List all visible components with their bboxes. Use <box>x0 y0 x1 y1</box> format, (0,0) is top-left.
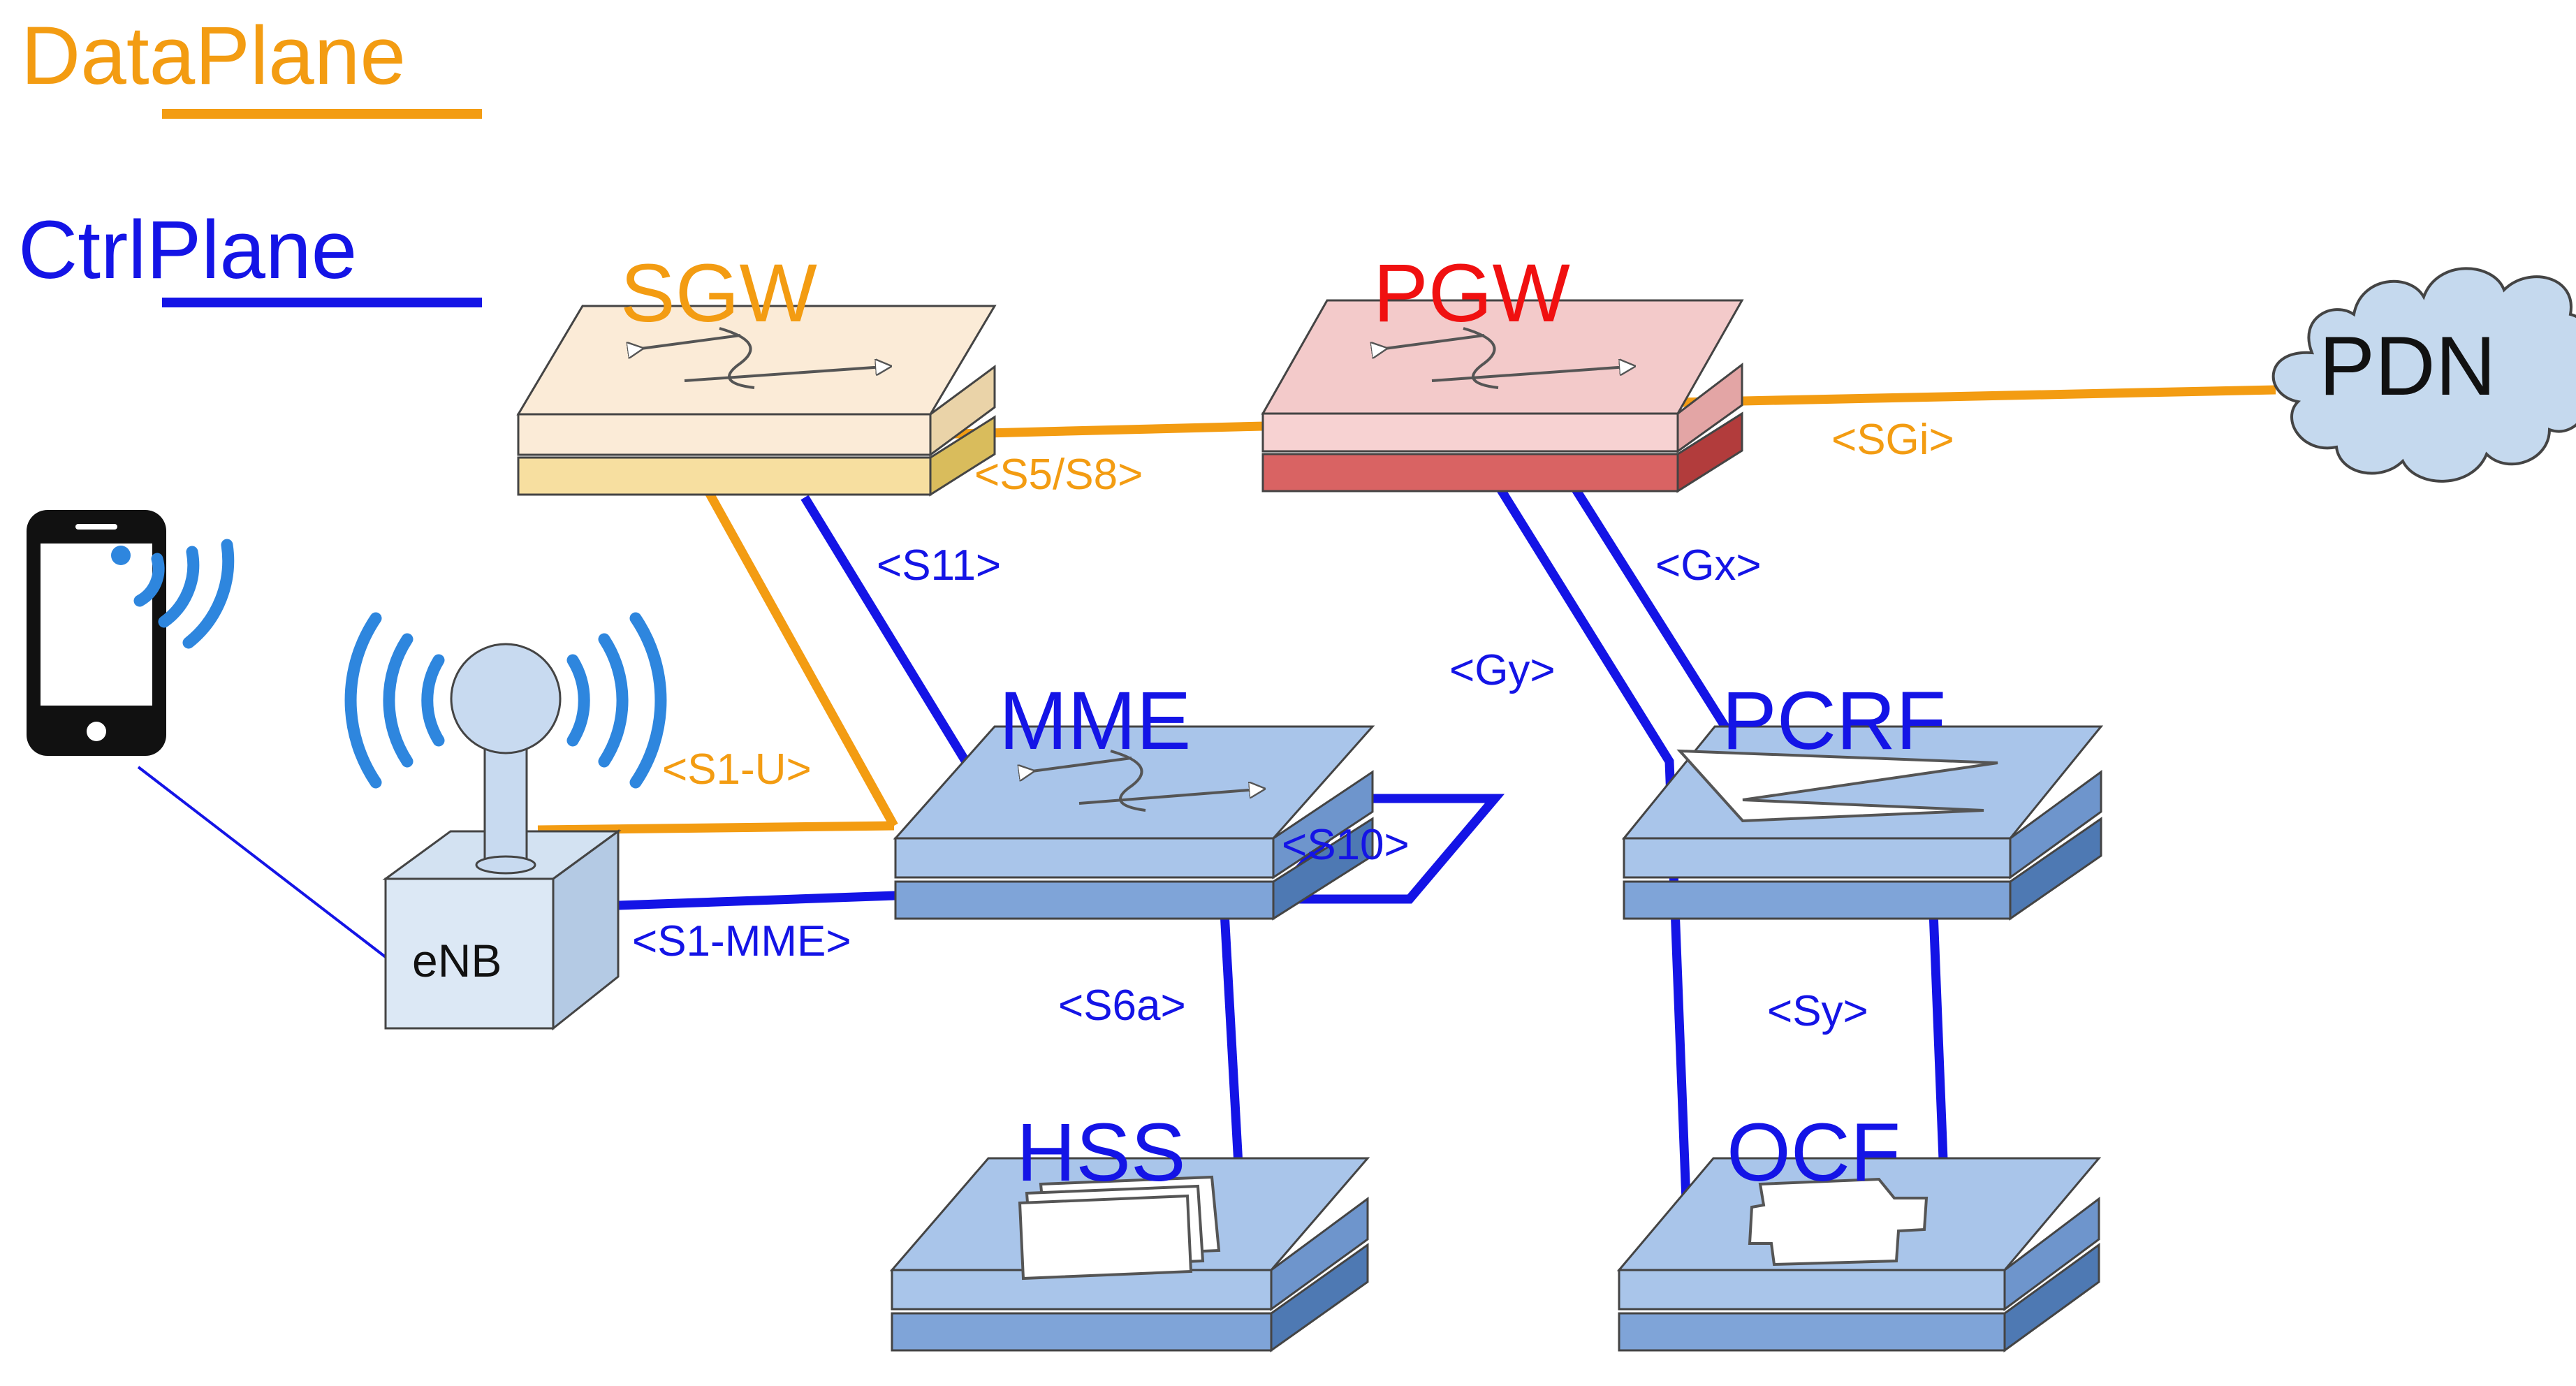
link-s6a <box>1220 911 1243 1166</box>
legend-data-plane-label: DataPlane <box>21 10 406 102</box>
sgw-label: SGW <box>620 247 817 340</box>
database-sheets-icon <box>1018 1175 1221 1281</box>
link-s1u-vertical <box>705 490 898 829</box>
link-s11 <box>800 495 972 767</box>
ocf-node[interactable] <box>1616 1157 2102 1352</box>
interface-label-s5s8: <S5/S8> <box>974 451 1143 499</box>
ocf-box-icon <box>1748 1177 1929 1267</box>
hss-node[interactable] <box>889 1157 1370 1352</box>
hss-bottom-front <box>891 1312 1273 1352</box>
pcrf-top-front <box>1623 837 2012 879</box>
link-sgi <box>1676 385 2276 407</box>
ocf-top-front <box>1618 1269 2006 1311</box>
ocf-label: OCF <box>1727 1107 1901 1199</box>
mme-bottom-front <box>894 880 1275 920</box>
wifi-signal-icon <box>111 539 235 649</box>
pgw-node[interactable] <box>1261 299 1744 493</box>
pgw-bottom-front <box>1261 453 1679 493</box>
pcrf-bottom-front <box>1623 880 2012 920</box>
mme-top-front <box>894 837 1275 879</box>
router-arrows-icon <box>636 327 884 389</box>
link-s1mme <box>617 891 896 910</box>
link-sy <box>1929 911 1948 1160</box>
node-titles: SGW PGW MME PCRF HSS OCF <box>620 247 1946 1199</box>
interface-labels: <S5/S8> <SGi> <S11> <Gx> <Gy> <S1-U> <S1… <box>632 416 1954 1035</box>
pgw-top-front <box>1261 412 1679 453</box>
interface-label-sy: <Sy> <box>1767 987 1868 1035</box>
ue-device[interactable] <box>27 510 235 756</box>
link-ue-enb <box>137 766 387 958</box>
connections <box>137 385 2276 1220</box>
router-arrows-icon <box>1380 327 1627 389</box>
enb-node[interactable]: eNB <box>344 612 667 1031</box>
mme-label: MME <box>999 675 1191 767</box>
hss-label: HSS <box>1016 1107 1186 1199</box>
interface-label-s10: <S10> <box>1282 821 1410 869</box>
mme-node[interactable] <box>893 725 1375 921</box>
pdn-label: PDN <box>2319 319 2496 413</box>
pcrf-node[interactable] <box>1621 725 2104 921</box>
router-arrows-icon <box>1027 750 1257 812</box>
interface-label-sgi: <SGi> <box>1831 416 1954 464</box>
interface-label-s11: <S11> <box>877 541 1001 590</box>
antenna-icon <box>450 643 562 875</box>
pdn-node[interactable]: PDN <box>2271 267 2576 483</box>
pcrf-bolt-icon <box>1676 749 1998 823</box>
enb-label: eNB <box>412 935 502 986</box>
interface-label-s1u: <S1-U> <box>662 745 812 794</box>
pcrf-label: PCRF <box>1722 675 1946 767</box>
cloud-icon <box>2271 267 2576 483</box>
enb-box-front <box>384 877 555 1030</box>
interface-label-s1mme: <S1-MME> <box>632 917 851 965</box>
legend-ctrl-plane-label: CtrlPlane <box>18 204 357 296</box>
interface-label-gx: <Gx> <box>1655 541 1762 590</box>
interface-label-gy: <Gy> <box>1449 646 1556 694</box>
sgw-bottom-front <box>517 456 932 496</box>
sgw-node[interactable] <box>516 305 997 497</box>
smartphone-icon <box>27 510 166 756</box>
sgw-top-front <box>517 413 932 456</box>
pgw-label: PGW <box>1373 247 1570 340</box>
wifi-signal-icon <box>344 612 667 789</box>
link-gy <box>1492 479 1692 1220</box>
ocf-bottom-front <box>1618 1312 2006 1352</box>
legend: DataPlane CtrlPlane <box>18 10 482 307</box>
link-s1u-horizontal <box>537 821 895 835</box>
interface-label-s6a: <S6a> <box>1058 982 1186 1030</box>
